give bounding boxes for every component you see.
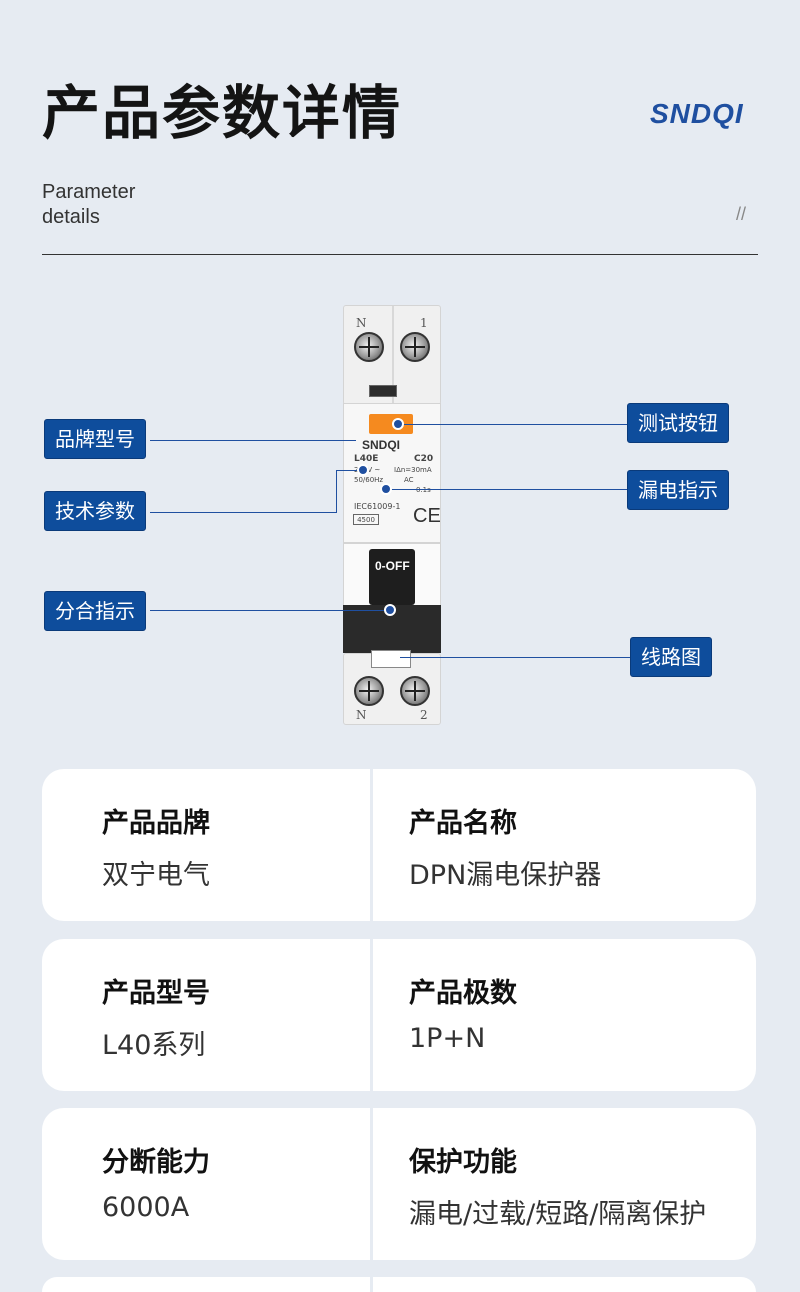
card-divider [370,1108,373,1260]
header-divider [42,254,758,255]
slashes-decoration: // [736,204,747,224]
on-off-marker [384,604,396,616]
subtitle-line-2: details [42,206,100,228]
spec-key: 产品品牌 [102,808,210,839]
screw-icon [354,676,384,706]
spec-key: 产品型号 [102,978,210,1009]
spec-value: 6000A [102,1192,190,1223]
callout-circuit-diagram: 线路图 [630,637,712,677]
screw-icon [400,332,430,362]
toggle-handle[interactable] [369,549,415,605]
device-rating: C20 [414,454,434,464]
spec-card: 产品型号 L40系列 产品极数 1P+N [42,939,756,1091]
device-brand-label: SNDQI [362,438,401,452]
spec-card-partial [42,1277,756,1292]
device-bottom-terminals: N 2 [343,653,441,725]
terminal-label-top-right: 1 [420,316,428,330]
breaking-capacity-box: 4500 [353,514,379,525]
leader-line [398,424,628,425]
spec-value: 1P+N [409,1023,486,1054]
device-residual-current: IΔn=30mA [394,466,432,474]
leader-line [150,610,390,611]
device-model: L40E [354,454,379,464]
tech-params-marker [357,464,369,476]
leakage-indicator-window [369,385,397,397]
callout-leakage-indicator: 漏电指示 [627,470,729,510]
callout-test-button: 测试按钮 [627,403,729,443]
terminal-label-top-left: N [356,316,367,330]
card-divider [370,939,373,1091]
spec-key: 分断能力 [102,1147,210,1178]
leader-line [336,470,364,471]
leader-line [386,489,628,490]
device-type: AC [404,476,414,484]
breaker-device: N 1 SNDQI L40E C20 240V ~ IΔn=30mA 50/60… [343,305,441,725]
subtitle: Parameter details [42,180,135,230]
callout-brand-model: 品牌型号 [44,419,146,459]
handle-label: 0-OFF [375,559,410,573]
device-top-terminals: N 1 [343,305,441,406]
terminal-label-bottom-right: 2 [420,708,428,722]
leader-line [150,440,356,441]
brand-logo: SNDQI [650,98,744,129]
leader-line [400,657,632,658]
test-button-marker [392,418,404,430]
device-trip-time: 0.1s [416,486,431,494]
terminal-label-bottom-left: N [356,708,367,722]
screw-icon [400,676,430,706]
device-standard: IEC61009-1 [354,502,401,511]
leakage-indicator-marker [380,483,392,495]
callout-tech-params: 技术参数 [44,491,146,531]
spec-key: 保护功能 [409,1147,517,1178]
card-divider [370,769,373,921]
spec-card: 分断能力 6000A 保护功能 漏电/过载/短路/隔离保护 [42,1108,756,1260]
spec-value: DPN漏电保护器 [409,860,602,891]
spec-value: L40系列 [102,1030,206,1061]
ce-mark: CE [413,505,441,527]
callout-on-off-indicator: 分合指示 [44,591,146,631]
spec-key: 产品名称 [409,808,517,839]
subtitle-line-1: Parameter [42,181,136,203]
spec-key: 产品极数 [409,978,517,1009]
spec-card: 产品品牌 双宁电气 产品名称 DPN漏电保护器 [42,769,756,921]
circuit-diagram-icon [371,650,411,668]
leader-line [150,512,336,513]
page-title: 产品参数详情 [42,79,403,147]
card-divider [370,1277,373,1292]
spec-value: 漏电/过载/短路/隔离保护 [409,1199,707,1230]
leader-line [336,470,337,513]
spec-value: 双宁电气 [102,860,210,891]
device-frequency: 50/60Hz [354,476,384,484]
screw-icon [354,332,384,362]
device-slot [392,306,394,406]
